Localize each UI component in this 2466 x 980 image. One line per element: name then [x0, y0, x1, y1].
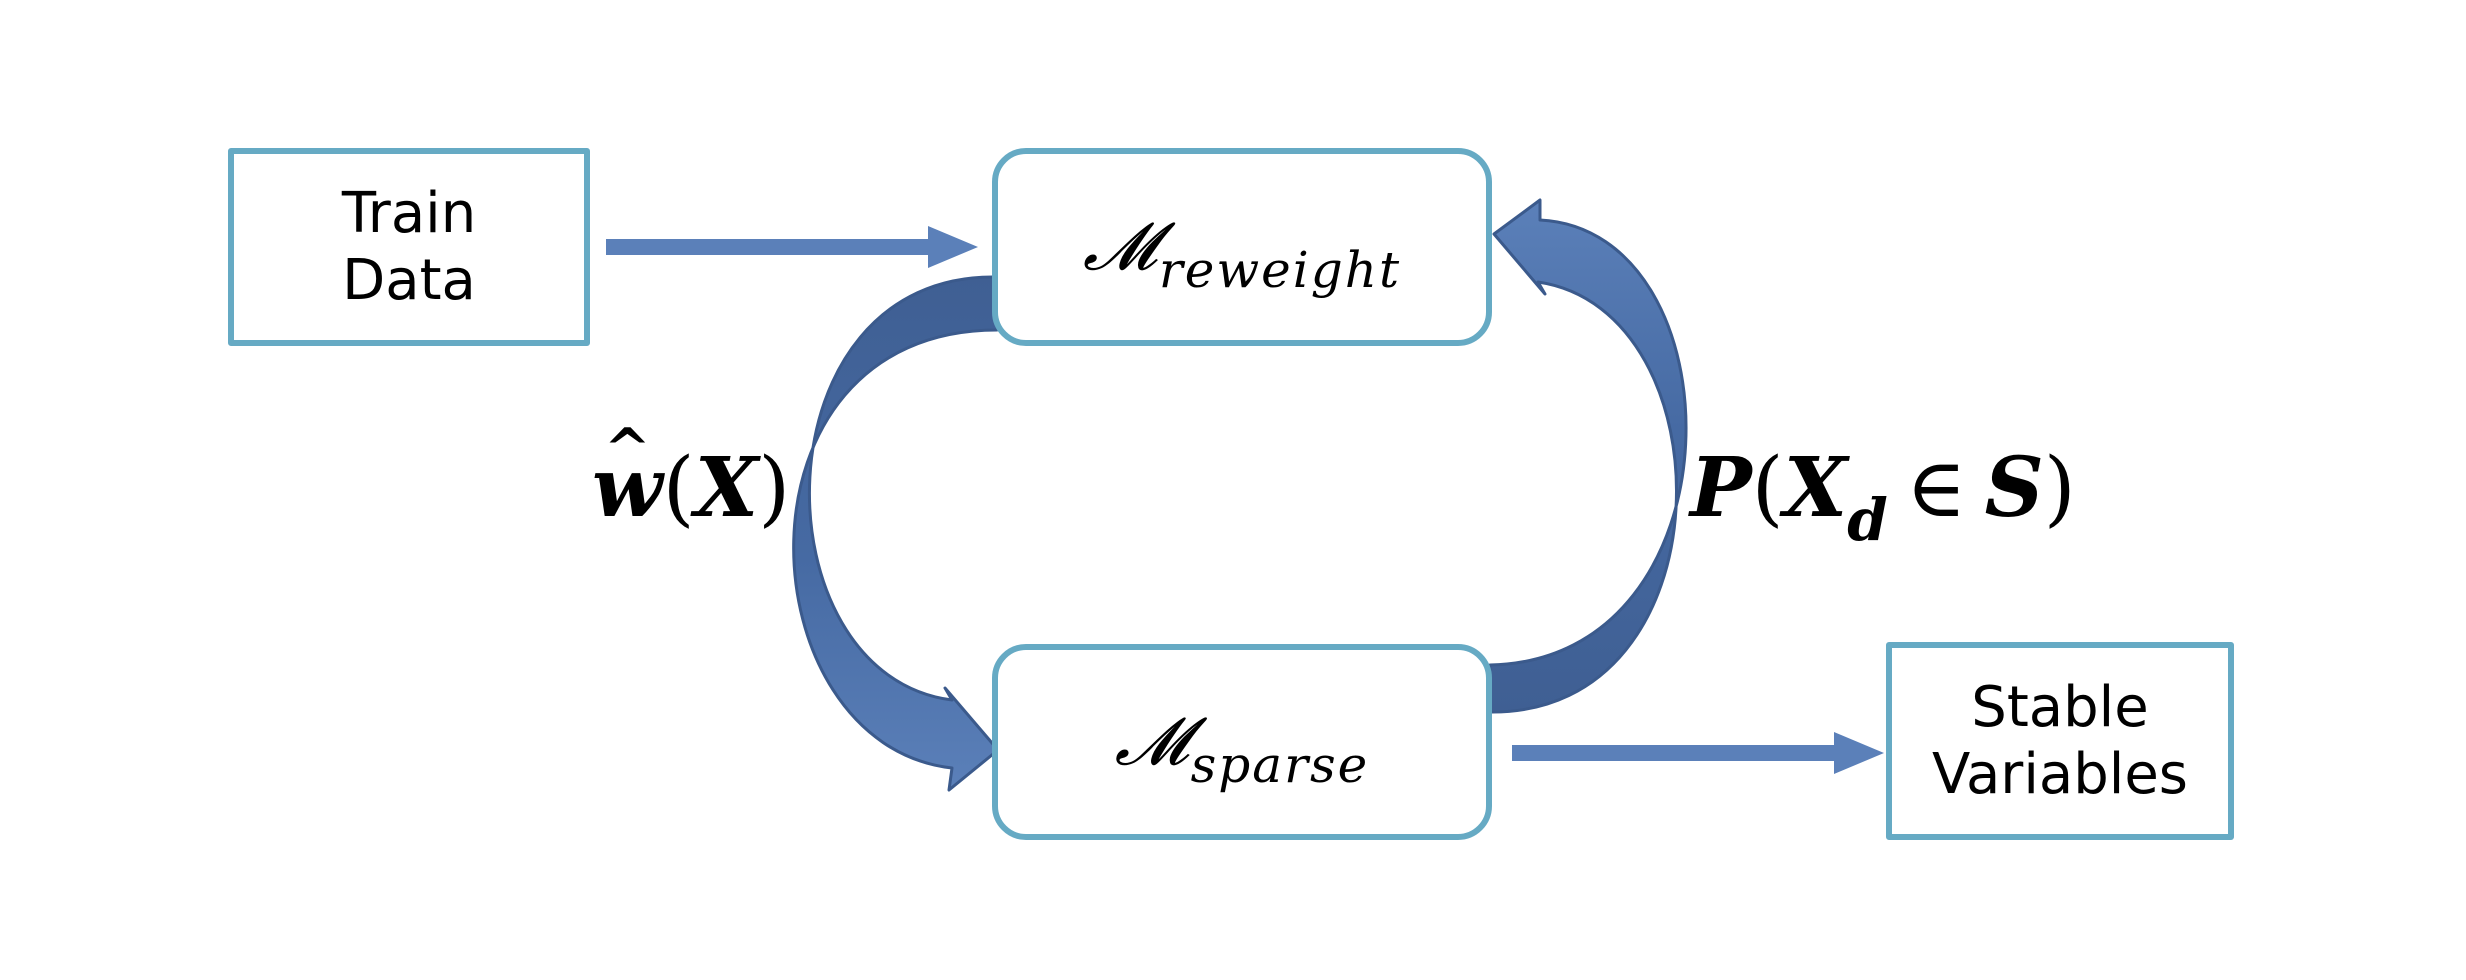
sparse-model-subscript: sparse	[1190, 736, 1370, 795]
prob-x: X	[1783, 440, 1848, 536]
prob-open-paren: (	[1751, 441, 1784, 536]
probability-label: P(Xd∈S)	[1690, 447, 2076, 549]
arrow-train-to-reweight	[606, 226, 978, 268]
reweight-model-symbol: 𝓜	[1082, 208, 1157, 286]
train-data-box: Train Data	[228, 148, 590, 346]
weights-x: X	[694, 440, 759, 536]
prob-element-of: ∈	[1905, 441, 1967, 536]
weights-label: ^w(X)	[592, 421, 790, 530]
sparse-model-box: 𝓜sparse	[992, 644, 1492, 840]
curved-arrow-sparse-to-reweight	[1488, 198, 1688, 714]
prob-s: S	[1984, 440, 2044, 536]
prob-p: P	[1690, 440, 1752, 536]
hat-accent: ^	[603, 416, 651, 482]
weights-open-paren: (	[662, 441, 695, 536]
curved-arrow-reweight-to-sparse	[792, 275, 1000, 792]
reweight-model-box: 𝓜reweight	[992, 148, 1492, 346]
reweight-model-subscript: reweight	[1158, 241, 1402, 300]
weights-w-hat: ^w	[592, 421, 663, 529]
weights-w: w	[592, 440, 663, 536]
reweight-model-label: 𝓜reweight	[1082, 207, 1401, 299]
prob-subscript-d: d	[1847, 486, 1888, 554]
arrow-sparse-to-stable	[1512, 732, 1884, 774]
stable-variables-line-2: Variables	[1932, 742, 2188, 807]
weights-close-paren: )	[758, 441, 791, 536]
train-data-line-1: Train	[341, 180, 477, 246]
sparse-model-label: 𝓜sparse	[1114, 702, 1370, 794]
sparse-model-symbol: 𝓜	[1114, 703, 1189, 781]
train-data-line-2: Data	[342, 248, 476, 313]
prob-close-paren: )	[2043, 441, 2076, 536]
stable-variables-box: Stable Variables	[1886, 642, 2234, 840]
stable-variables-line-1: Stable	[1971, 674, 2149, 740]
